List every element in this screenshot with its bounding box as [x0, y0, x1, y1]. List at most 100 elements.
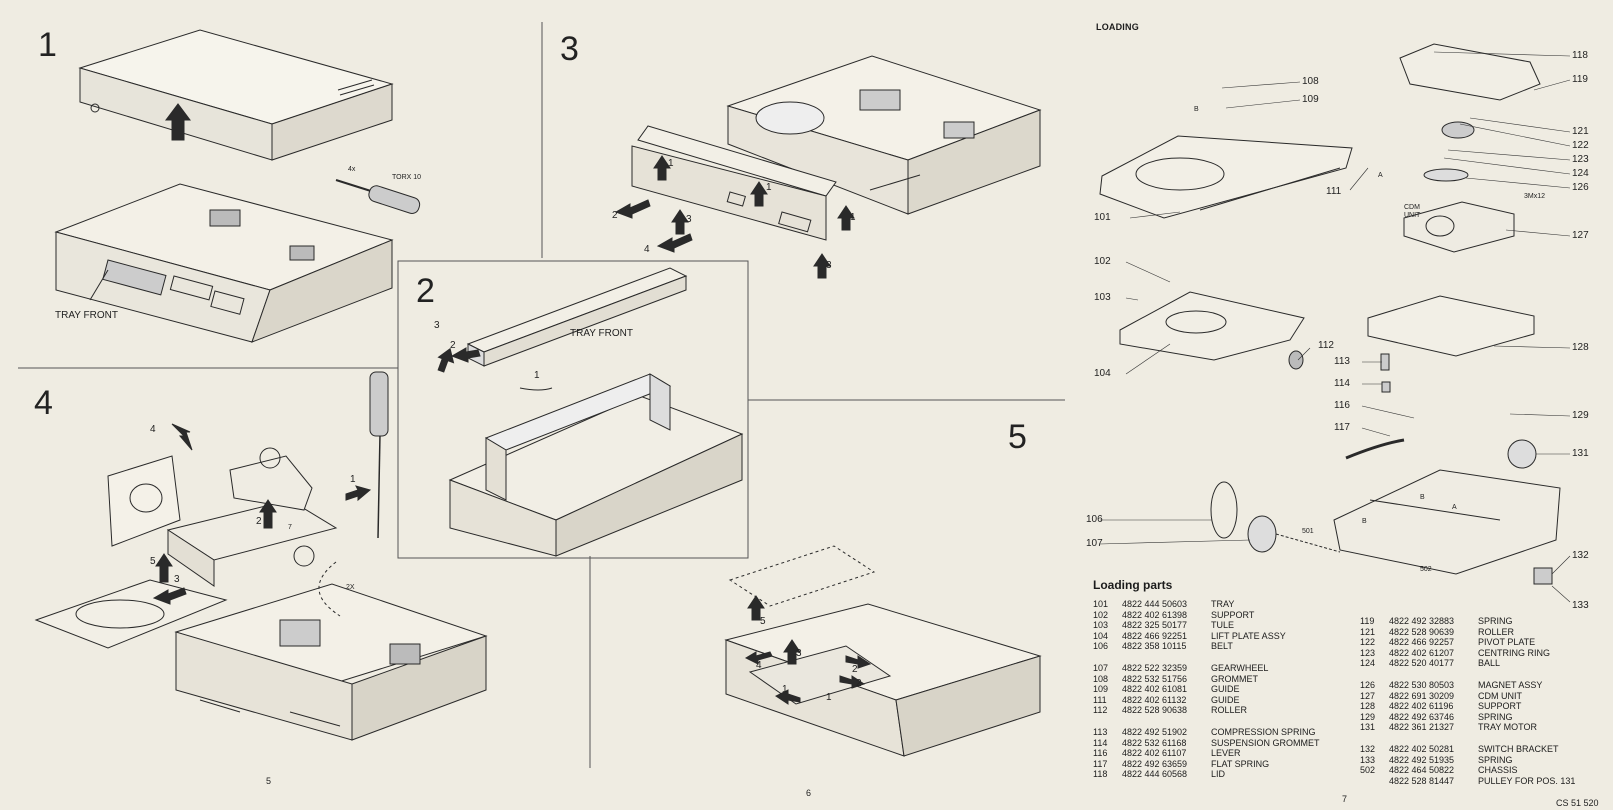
loading-chassis-502: [1333, 469, 1561, 575]
part-position: [1093, 652, 1122, 663]
part-name: BELT: [1211, 641, 1233, 652]
part-name: COMPRESSION SPRING: [1211, 726, 1316, 737]
step-number-1: 1: [38, 26, 57, 64]
loading-roller-112: [1288, 350, 1304, 370]
step4-arrow-number: 5: [150, 556, 156, 567]
loading-axis-line: [1275, 533, 1341, 553]
loading-disc-126: [1423, 168, 1469, 182]
part-position: 122: [1360, 637, 1376, 648]
part-name: SUPPORT: [1211, 609, 1255, 620]
step2-frame: [397, 260, 749, 559]
part-code: 4822 402 61398: [1122, 609, 1188, 620]
callout-123: 123: [1572, 154, 1589, 165]
loading-grommet-114: [1381, 381, 1391, 393]
part-code: 4822 520 40177: [1389, 658, 1455, 669]
step4-arrow-number: 1: [350, 474, 356, 485]
step5-arrows: [744, 595, 872, 705]
step4-plate: [107, 455, 181, 547]
step3-unit: [726, 55, 1042, 215]
loading-support-128: [1367, 295, 1535, 357]
part-code: 4822 528 81447: [1389, 775, 1455, 786]
step1-lift-arrow: [165, 103, 191, 141]
step5-arrow-number: 2: [856, 678, 862, 689]
part-position: [1360, 669, 1389, 680]
part-code: [1389, 669, 1478, 680]
part-code: 4822 522 32359: [1122, 662, 1188, 673]
step2-arrow-number: 3: [434, 320, 440, 331]
step4-arrow-number: 3: [174, 574, 180, 585]
part-position: 129: [1360, 711, 1376, 722]
part-name: BALL: [1478, 658, 1501, 669]
loading-gearwheel-107: [1247, 515, 1277, 553]
part-code: 4822 532 51756: [1122, 673, 1188, 684]
step5-arrow-number: 4: [756, 660, 762, 671]
callout-114: 114: [1334, 378, 1350, 389]
part-position: 123: [1360, 647, 1376, 658]
two-x-label: 2X: [346, 584, 355, 591]
step3-arrow-number: 1: [668, 158, 674, 169]
callout-112: 112: [1318, 340, 1334, 351]
step4-arrow-number: 7: [288, 524, 292, 531]
part-name: SPRING: [1478, 754, 1513, 765]
four-x-label: 4x: [348, 166, 356, 173]
part-name: MAGNET ASSY: [1478, 679, 1543, 690]
part-code: [1389, 733, 1478, 744]
tray-front-label-step1: TRAY FRONT: [55, 310, 118, 321]
part-position: 119: [1360, 616, 1375, 626]
part-code: 4822 528 90638: [1122, 705, 1188, 716]
part-position: 121: [1360, 626, 1376, 637]
callout-121: 121: [1572, 126, 1589, 137]
parts-row: [1093, 716, 1325, 727]
step-number-2: 2: [416, 272, 435, 310]
step3-arrows: [614, 155, 855, 279]
part-name: LEVER: [1211, 748, 1241, 759]
part-code: 4822 444 60568: [1122, 769, 1188, 780]
step-number-4: 4: [34, 384, 53, 422]
callout-124: 124: [1572, 168, 1589, 179]
part-position: 124: [1360, 658, 1376, 669]
callout-104: 104: [1094, 368, 1111, 379]
step2-release-arrow: [519, 387, 553, 391]
step2-arrow-number: 1: [534, 370, 540, 381]
torx-screwdriver: [335, 179, 421, 214]
callout-129: 129: [1572, 410, 1589, 421]
part-name: FLAT SPRING: [1211, 758, 1270, 769]
part-code: 4822 492 51902: [1122, 726, 1188, 737]
step5-chassis: [724, 603, 1042, 757]
part-name: PIVOT PLATE: [1478, 637, 1536, 648]
part-position: 104: [1093, 630, 1109, 641]
part-name: GEARWHEEL: [1211, 662, 1269, 673]
step3-arrow-number: 1: [766, 182, 772, 193]
part-code: 4822 402 50281: [1389, 743, 1455, 754]
step5-arrow-number: 3: [796, 648, 802, 659]
part-code: 4822 532 61168: [1122, 737, 1187, 748]
callout-113: 113: [1334, 356, 1350, 367]
part-name: CHASSIS: [1478, 765, 1518, 776]
step5-board-dashed: [728, 545, 876, 607]
part-name: [1478, 733, 1580, 744]
part-position: 102: [1093, 609, 1109, 620]
mark-a: A: [1452, 504, 1457, 511]
step4-screwdriver: [369, 371, 389, 539]
part-name: GUIDE: [1211, 694, 1240, 705]
part-code: [1122, 652, 1211, 663]
step2-tray-front-part: [466, 267, 688, 367]
callout-116: 116: [1334, 400, 1350, 411]
step4-bracket: [229, 447, 313, 511]
